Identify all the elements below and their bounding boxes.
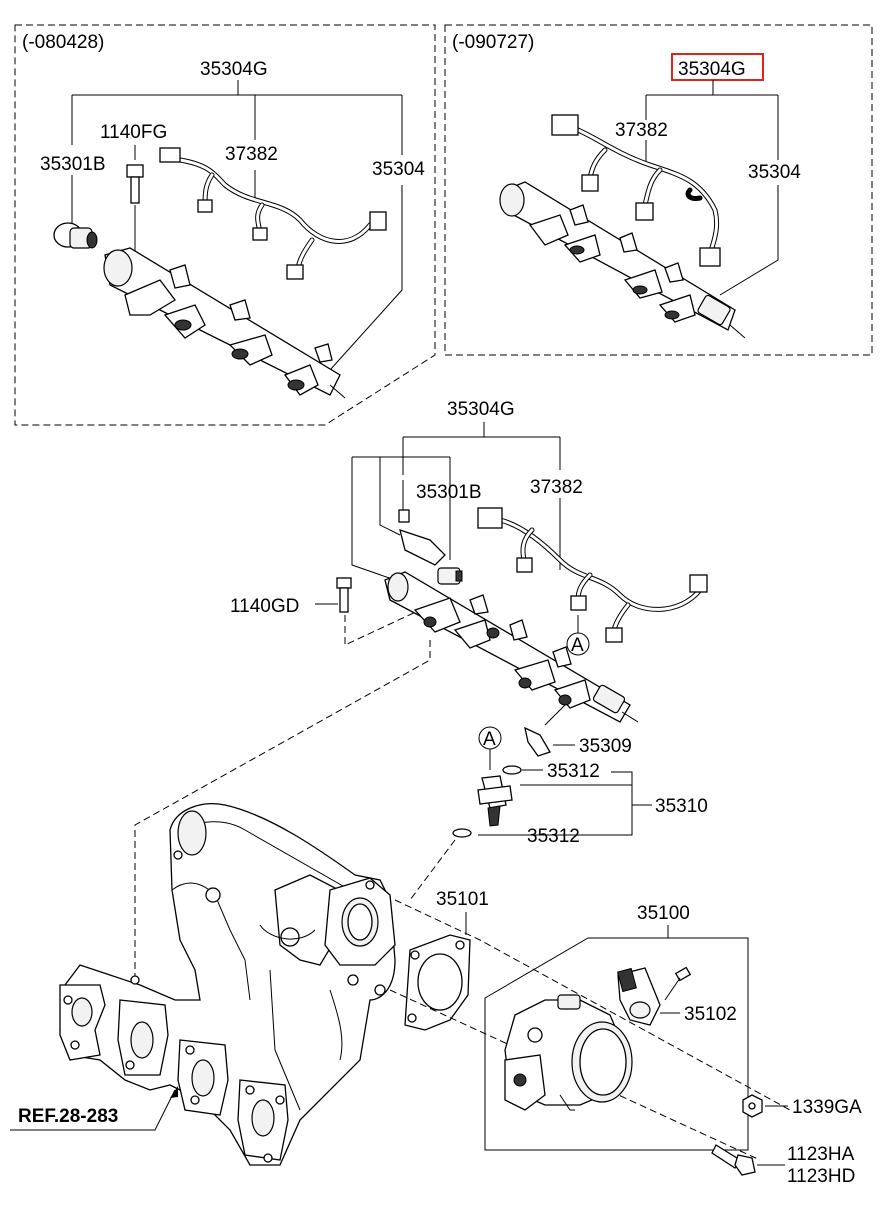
main-fuel-rail-group: 35304G 35301B 37382 1140GD <box>134 399 708 985</box>
main-label-35312-upper[interactable]: 35312 <box>547 761 600 782</box>
wiring-harness-icon <box>159 147 387 280</box>
nut-icon <box>742 1094 763 1118</box>
main-label-1123HD[interactable]: 1123HD <box>787 1166 855 1187</box>
clip-icon <box>524 704 566 757</box>
right-label-35304[interactable]: 35304 <box>748 162 801 183</box>
left-label-35304G[interactable]: 35304G <box>200 59 268 80</box>
left-label-1140FG[interactable]: 1140FG <box>100 122 167 143</box>
bolt-icon <box>336 577 352 613</box>
left-label-35304[interactable]: 35304 <box>372 159 425 180</box>
right-variant-box: (-090727) 35304G 37382 35304 <box>444 24 873 356</box>
main-label-37382[interactable]: 37382 <box>530 477 583 498</box>
screw-icon <box>664 966 692 1001</box>
main-label-35301B[interactable]: 35301B <box>416 482 482 503</box>
throttle-body-box <box>484 937 749 1151</box>
left-label-37382[interactable]: 37382 <box>225 144 278 165</box>
throttle-body-group: 35100 35102 13 <box>484 903 862 1187</box>
reference-callout: REF.28-283 <box>10 1086 178 1131</box>
callout-a-lower[interactable]: A <box>483 729 496 750</box>
main-label-35309[interactable]: 35309 <box>579 736 632 757</box>
main-label-35310[interactable]: 35310 <box>655 796 708 817</box>
wiring-harness-icon <box>551 114 721 267</box>
left-label-35301B[interactable]: 35301B <box>40 154 106 175</box>
fuel-rail-icon <box>103 247 346 399</box>
ref-label[interactable]: REF.28-283 <box>18 1106 118 1127</box>
pressure-sensor-icon <box>53 222 98 249</box>
selected-part-highlight <box>671 53 764 81</box>
small-bolt-icon <box>398 509 410 523</box>
injector-icon <box>477 775 513 827</box>
throttle-position-sensor-icon <box>617 967 661 1026</box>
bracket-icon <box>399 529 446 566</box>
throttle-body-icon <box>504 994 633 1111</box>
callout-a-upper[interactable]: A <box>571 635 584 656</box>
o-ring-icon <box>452 828 472 838</box>
bolt-icon <box>711 1144 756 1176</box>
main-label-35102[interactable]: 35102 <box>684 1004 737 1025</box>
main-label-1339GA[interactable]: 1339GA <box>792 1097 862 1118</box>
gasket-group: 35101 <box>389 889 791 1161</box>
right-box-date: (-090727) <box>452 32 534 53</box>
right-label-35304G[interactable]: 35304G <box>678 59 746 80</box>
pressure-sensor-icon <box>437 567 463 585</box>
right-label-37382[interactable]: 37382 <box>615 120 668 141</box>
left-box-date: (-080428) <box>22 32 104 53</box>
main-label-35304G[interactable]: 35304G <box>447 399 515 420</box>
main-label-35312-lower[interactable]: 35312 <box>527 826 580 847</box>
main-label-1140GD[interactable]: 1140GD <box>230 596 299 617</box>
main-label-35100[interactable]: 35100 <box>637 903 690 924</box>
o-ring-icon <box>502 765 522 775</box>
intake-manifold-icon <box>59 803 396 1166</box>
bolt-icon <box>126 164 144 204</box>
fuel-rail-icon <box>384 571 639 723</box>
main-label-1123HA[interactable]: 1123HA <box>787 1144 855 1165</box>
wiring-harness-icon <box>477 507 708 643</box>
fuel-rail-icon <box>499 181 746 339</box>
left-variant-box: (-080428) 35304G 35301B 1140FG 37382 353… <box>14 24 436 426</box>
main-label-35101[interactable]: 35101 <box>436 889 489 910</box>
